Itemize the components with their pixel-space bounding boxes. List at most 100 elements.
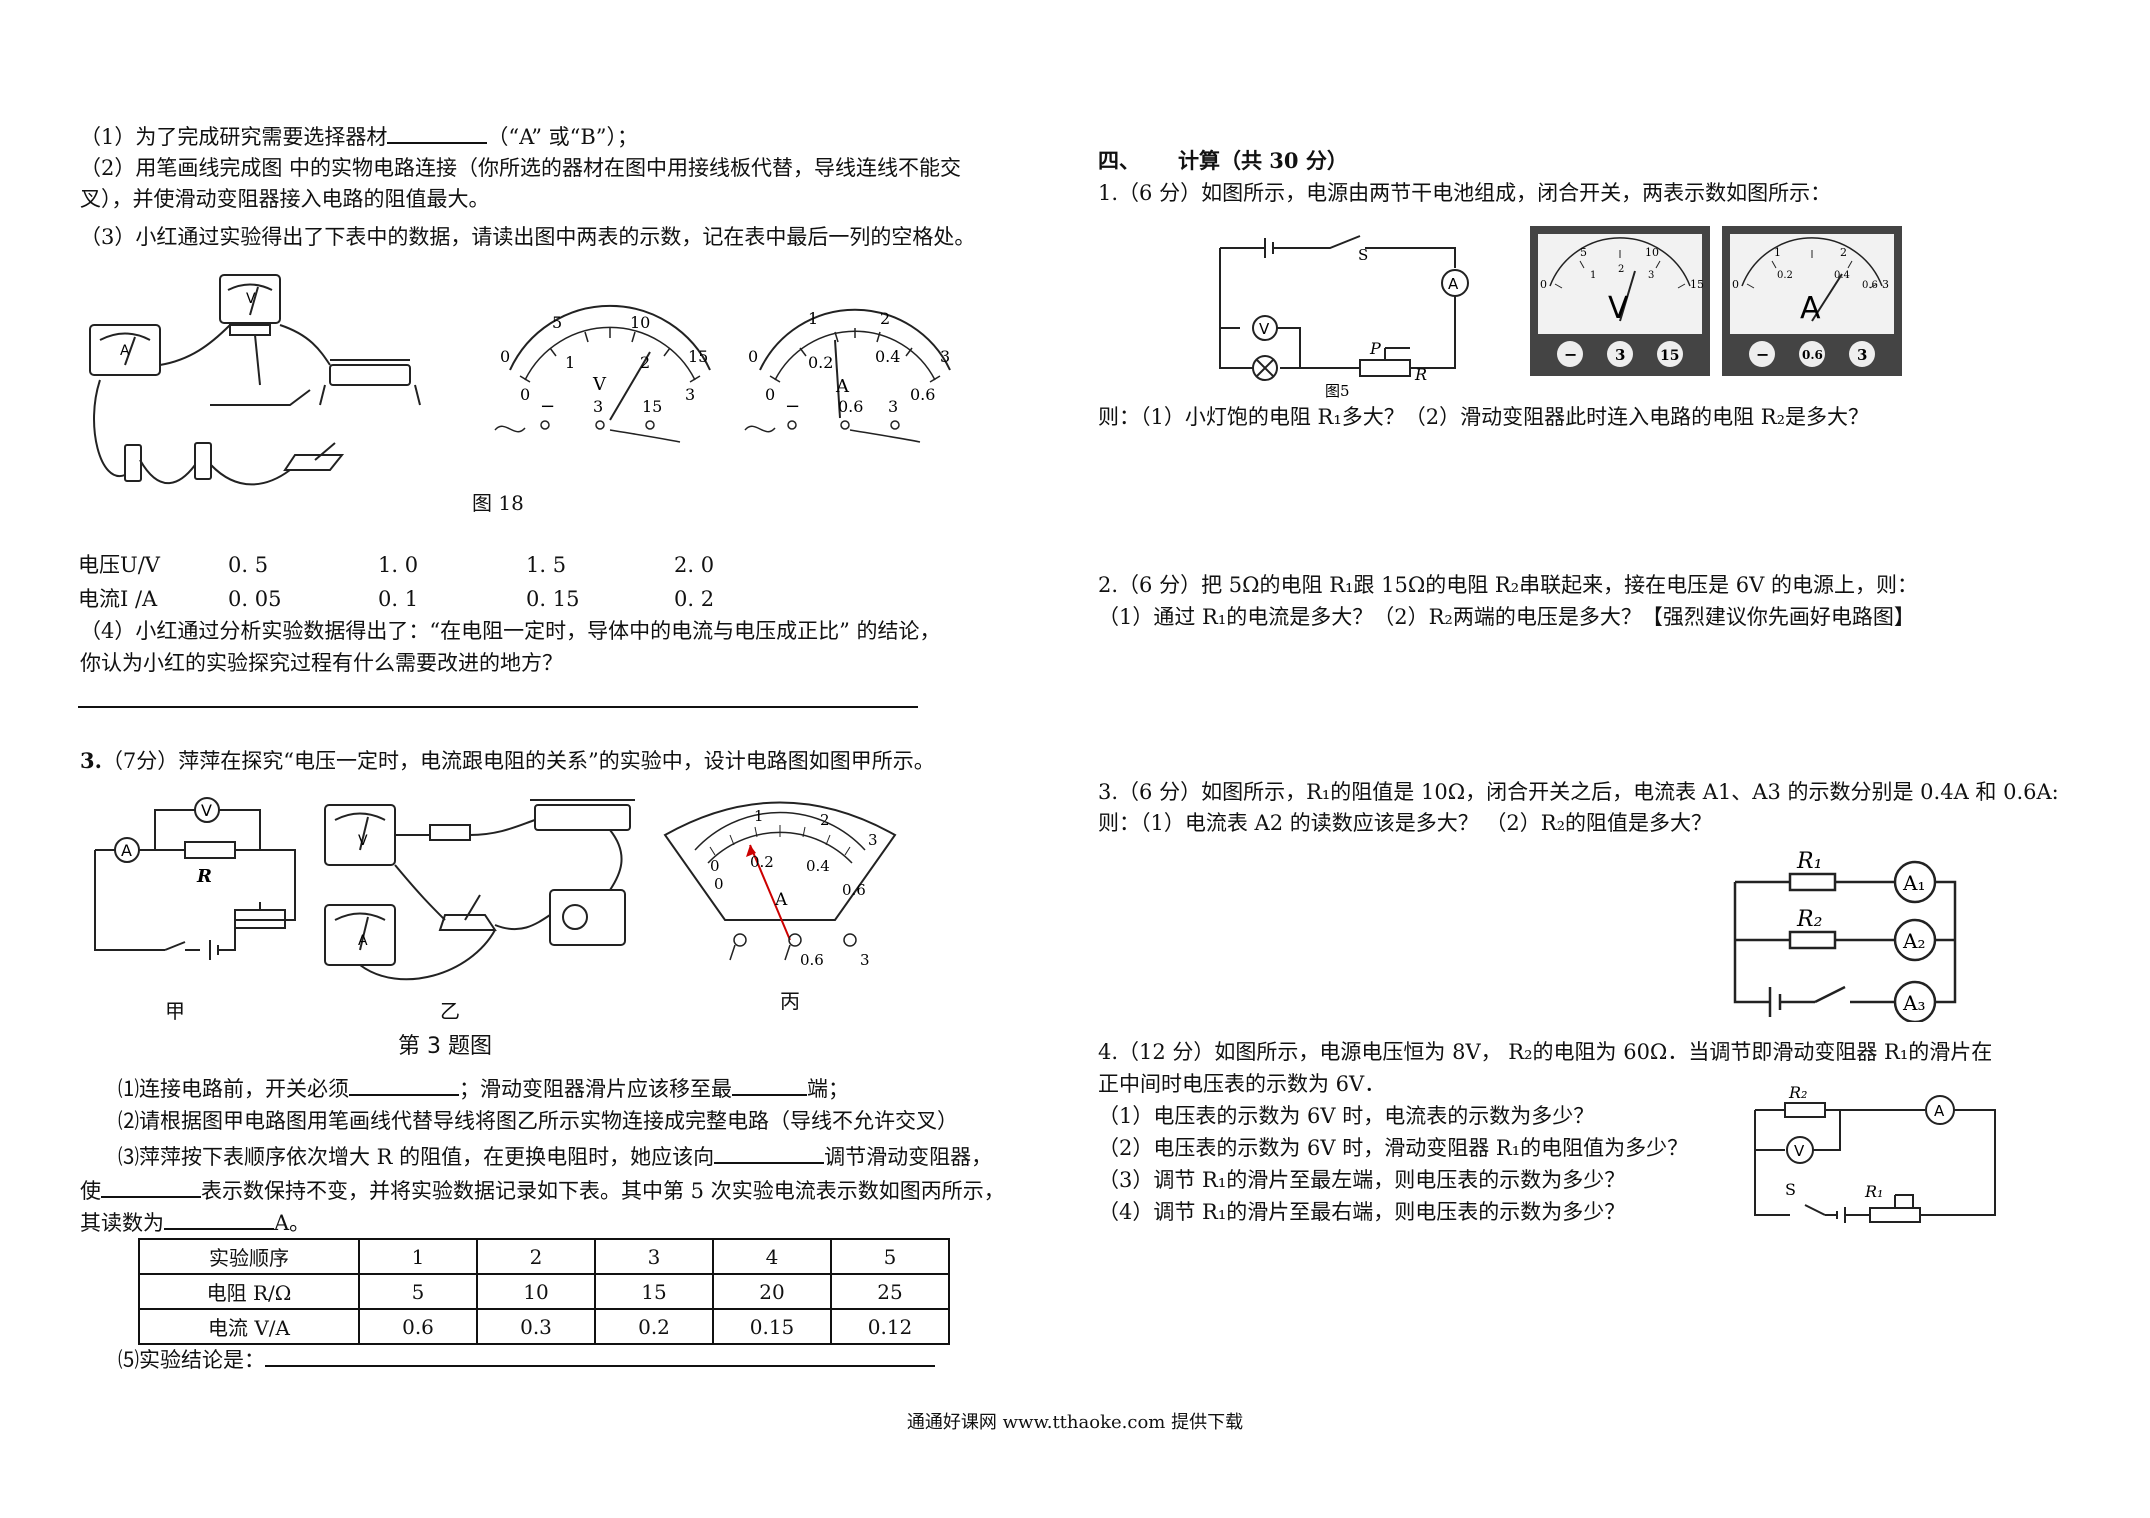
q3-title: 3.（7分）萍萍在探究“电压一定时，电流跟电阻的关系”的实验中，设计电路图如图甲… xyxy=(80,746,935,776)
q3-sub3-text: 使 xyxy=(80,1179,101,1203)
p3-R1-label: R₁ xyxy=(1796,849,1822,874)
bing-unit: A xyxy=(774,890,788,910)
answer-blank[interactable] xyxy=(101,1174,201,1198)
bing-tick-0.2: 0.2 xyxy=(750,853,774,871)
p2-line2: （1）通过 R₁的电流是多大？（2）R₂两端的电压是多大？【强烈建议你先画好电路… xyxy=(1098,605,1915,629)
p4-switch-label: S xyxy=(1785,1180,1796,1199)
p1-circuit: A V S P R 图5 xyxy=(1219,235,1469,398)
p3-A2-label: A₂ xyxy=(1902,929,1925,953)
p2-line1: 2.（6 分）把 5Ω的电阻 R₁跟 15Ω的电阻 R₂串联起来，接在电压是 6… xyxy=(1098,573,1919,597)
answer-blank[interactable] xyxy=(265,1343,935,1367)
p1-rheostat-label: R xyxy=(1414,365,1427,384)
bing-zero-top: 0 xyxy=(710,857,720,875)
table-cell: 0.6 xyxy=(358,1308,478,1345)
answer-blank[interactable] xyxy=(387,120,488,144)
circuit-jia: A V R s xyxy=(94,797,296,960)
voltmeter-V-label: V xyxy=(246,291,256,307)
a-term-minus: − xyxy=(785,396,800,417)
jia-ammeter-label: A xyxy=(121,841,132,860)
p1-line2: 则：（1）小灯饱的电阻 R₁多大？（2）滑动变阻器此时连入电路的电阻 R₂是多大… xyxy=(1098,405,1870,429)
v-bottom-tick-2: 2 xyxy=(640,353,650,372)
q2-line5: （4）小红通过分析实验数据得出了：“在电阻一定时，导体中的电流与电压成正比” 的… xyxy=(80,619,941,643)
p3-circuit: R₁ R₂ A₁ A₂ A₃ xyxy=(1733,849,1957,1022)
p1-ammeter: 0 1 2 3 0.2 0.4 0.6 A − 0.6 3 xyxy=(1722,226,1902,376)
answer-line[interactable] xyxy=(78,706,918,708)
a-bottom-tick-0.2: 0.2 xyxy=(808,353,833,372)
p4-q4: （4）调节 R₁的滑片至最右端，则电压表的示数为多少？ xyxy=(1098,1200,1626,1224)
p1v-subtick: 2 xyxy=(1618,264,1624,275)
p4-q3: （3）调节 R₁的滑片至最左端，则电压表的示数为多少？ xyxy=(1098,1168,1626,1192)
q2-line1: （1）为了完成研究需要选择器材（“A” 或“B”）； xyxy=(80,120,638,152)
p1v-term: 15 xyxy=(1660,348,1679,364)
bing-tick-3: 3 xyxy=(868,831,878,849)
q3-sub1-text: ⑴连接电路前，开关必须 xyxy=(118,1077,349,1101)
q2-line3: 叉），并使滑动变阻器接入电路的阻值最大。 xyxy=(80,187,490,211)
yi-ammeter-label: A xyxy=(358,933,368,949)
table-row: 实验顺序 1 2 3 4 5 xyxy=(138,1238,950,1275)
section-title: 计算（共 30 分） xyxy=(1178,148,1348,173)
p1v-subtick: 1 xyxy=(1590,270,1596,281)
answer-blank[interactable] xyxy=(164,1206,274,1230)
table-cell: 20 xyxy=(712,1273,832,1310)
q3-sub5: ⑸实验结论是： xyxy=(118,1343,935,1375)
v-bottom-tick-1: 1 xyxy=(565,353,575,372)
p1a-subtick: 0.2 xyxy=(1777,270,1793,281)
p3-line1: 3.（6 分）如图所示，R₁的阻值是 10Ω，闭合开关之后，电流表 A1、A3 … xyxy=(1098,780,2059,804)
p1-voltmeter-label: V xyxy=(1259,320,1270,338)
p4-R2-label: R₂ xyxy=(1788,1085,1807,1102)
q2-line1-text: （1）为了完成研究需要选择器材 xyxy=(80,125,388,149)
a-bottom-tick-0: 0 xyxy=(765,385,775,404)
voltmeter-dial: 0 5 10 15 0 1 2 3 V − 3 15 xyxy=(494,304,711,443)
answer-blank[interactable] xyxy=(732,1072,807,1096)
p4-ammeter-label: A xyxy=(1934,1102,1945,1120)
p1a-tick: 0 xyxy=(1732,278,1739,291)
bing-tick-0.6: 0.6 xyxy=(842,881,866,899)
bing-tick-0.4: 0.4 xyxy=(806,857,830,875)
v-terminal-icon xyxy=(540,420,550,430)
v-term-3: 3 xyxy=(593,397,603,416)
table-cell: 电阻 R/Ω xyxy=(138,1273,360,1310)
voltage-value: 0. 5 xyxy=(228,553,269,577)
p1v-unit: V xyxy=(1608,291,1629,326)
voltage-value: 1. 0 xyxy=(378,553,419,577)
apparatus-yi: V A xyxy=(324,799,635,981)
jia-resistor-label: R xyxy=(196,866,212,887)
fig-3-caption: 第 3 题图 xyxy=(398,1034,492,1059)
bing-tick-1: 1 xyxy=(754,807,764,825)
table-cell: 0.2 xyxy=(594,1308,714,1345)
table-cell: 10 xyxy=(476,1273,596,1310)
v-bottom-tick-0: 0 xyxy=(520,385,530,404)
p1a-tick: 3 xyxy=(1882,278,1889,291)
v-bottom-tick-3: 3 xyxy=(685,385,695,404)
p4-q2: （2）电压表的示数为 6V 时，滑动变阻器 R₁的电阻值为多少？ xyxy=(1098,1136,1689,1160)
a-term-3: 3 xyxy=(888,397,898,416)
answer-blank[interactable] xyxy=(714,1140,825,1164)
p1v-tick: 5 xyxy=(1580,246,1587,259)
current-value: 0. 15 xyxy=(526,587,580,611)
q3-sub1-text: 端； xyxy=(807,1077,849,1101)
v-unit: V xyxy=(592,374,607,395)
p4-q1: （1）电压表的示数为 6V 时，电流表的示数为多少？ xyxy=(1098,1104,1595,1128)
section-number: 四、 xyxy=(1098,148,1140,173)
label-bing: 丙 xyxy=(780,989,800,1013)
q3-sub3-cont: 使 表示数保持不变，并将实验数据记录如下表。其中第 5 次实验电流表示数如图丙所示… xyxy=(80,1174,1005,1206)
table-cell: 4 xyxy=(712,1238,832,1275)
p3-A1-label: A₁ xyxy=(1902,871,1925,895)
p1v-subtick: 3 xyxy=(1648,270,1654,281)
q3-sub3-text: 表示数保持不变，并将实验数据记录如下表。其中第 5 次实验电流表示数如图丙所示， xyxy=(201,1179,1005,1203)
table-cell: 电流 V/A xyxy=(138,1308,360,1345)
experiment-table: 实验顺序 1 2 3 4 5 电阻 R/Ω 5 10 15 20 25 电流 V… xyxy=(138,1238,950,1345)
fig-18-caption: 图 18 xyxy=(472,491,524,515)
v-top-tick-5: 5 xyxy=(552,313,562,332)
a-top-tick-1: 1 xyxy=(808,309,818,328)
current-value: 0. 1 xyxy=(378,587,419,611)
p1a-term: 0.6 xyxy=(1802,348,1823,362)
table-cell: 2 xyxy=(476,1238,596,1275)
table-cell: 0.3 xyxy=(476,1308,596,1345)
p1a-term: − xyxy=(1756,345,1769,364)
a-unit: A xyxy=(835,376,850,397)
table-cell: 实验顺序 xyxy=(138,1238,360,1275)
answer-blank[interactable] xyxy=(349,1072,459,1096)
p1v-tick: 15 xyxy=(1690,278,1704,291)
